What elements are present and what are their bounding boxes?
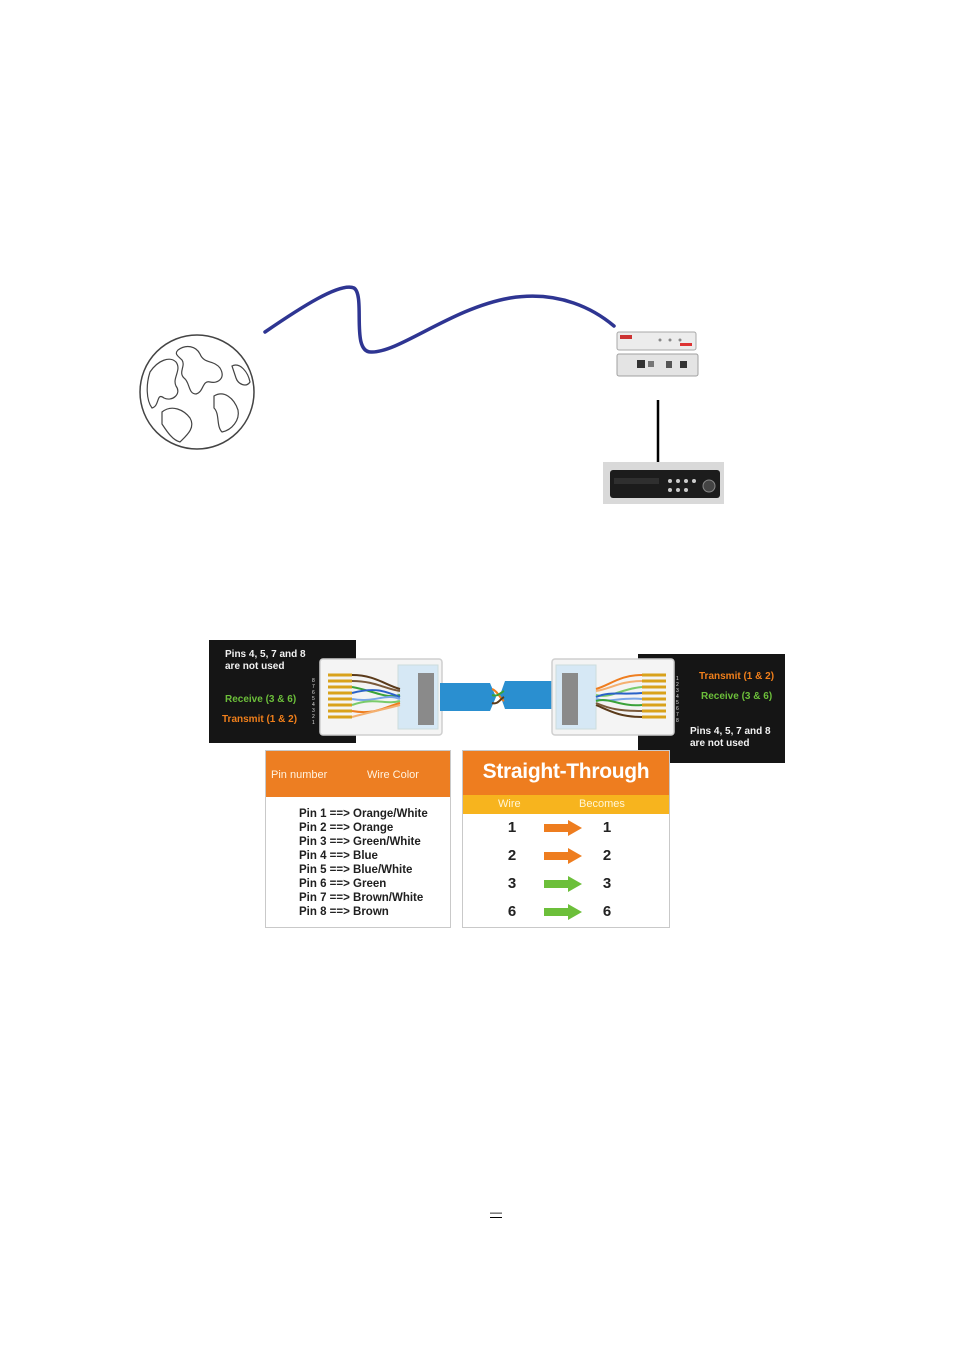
pin-row: Pin 5 ==> Blue/White bbox=[299, 864, 413, 876]
wire-number: 3 bbox=[507, 875, 517, 892]
right-unused-pins-note: Pins 4, 5, 7 and 8 are not used bbox=[690, 726, 771, 749]
wire-number: 2 bbox=[507, 847, 517, 864]
pin-color-table: Pin number Wire Color Pin 1 ==> Orange/W… bbox=[265, 750, 451, 928]
wire-color-header: Wire Color bbox=[367, 769, 419, 781]
becomes-column-header: Becomes bbox=[579, 798, 625, 810]
pin-row: Pin 4 ==> Blue bbox=[299, 850, 378, 862]
straight-through-subheader: Wire Becomes bbox=[463, 795, 669, 814]
pin-row: Pin 3 ==> Green/White bbox=[299, 836, 421, 848]
pin-row: Pin 8 ==> Brown bbox=[299, 906, 389, 918]
straight-through-title: Straight-Through bbox=[463, 751, 669, 795]
right-transmit-label: Transmit (1 & 2) bbox=[699, 671, 775, 682]
right-pin-numbers: 1 2 3 4 5 6 7 8 bbox=[676, 676, 679, 724]
page-number: — bbox=[490, 1205, 502, 1219]
wire-column-header: Wire bbox=[498, 798, 521, 810]
left-transmit-label: Transmit (1 & 2) bbox=[222, 714, 298, 725]
becomes-number: 1 bbox=[602, 819, 612, 836]
becomes-number: 3 bbox=[602, 875, 612, 892]
right-receive-label: Receive (3 & 6) bbox=[701, 691, 773, 702]
ethernet-cable-illustration bbox=[319, 658, 675, 736]
pin-row: Pin 6 ==> Green bbox=[299, 878, 387, 890]
wire-number: 1 bbox=[507, 819, 517, 836]
pin-table-header: Pin number Wire Color bbox=[266, 751, 450, 797]
dvr-device bbox=[603, 462, 724, 504]
pin-number-header: Pin number bbox=[271, 769, 328, 781]
orange-arrow-icon bbox=[544, 820, 582, 836]
left-unused-pins-note: Pins 4, 5, 7 and 8 are not used bbox=[225, 649, 306, 672]
left-pin-numbers: 8 7 6 5 4 3 2 1 bbox=[312, 678, 315, 726]
network-diagram bbox=[139, 285, 724, 504]
becomes-number: 6 bbox=[602, 903, 612, 920]
router-device bbox=[616, 331, 699, 377]
internet-cable bbox=[263, 285, 616, 354]
wire-number: 6 bbox=[507, 903, 517, 920]
pin-row: Pin 2 ==> Orange bbox=[299, 822, 394, 834]
pin-row: Pin 1 ==> Orange/White bbox=[299, 808, 428, 820]
pin-table-rows: Pin 1 ==> Orange/White Pin 2 ==> Orange … bbox=[299, 807, 428, 919]
globe-icon bbox=[139, 334, 255, 450]
becomes-number: 2 bbox=[602, 847, 612, 864]
green-arrow-icon bbox=[544, 876, 582, 892]
orange-arrow-icon bbox=[544, 848, 582, 864]
straight-through-table: Straight-Through Wire Becomes 1 1 2 2 3 … bbox=[462, 750, 670, 928]
green-arrow-icon bbox=[544, 904, 582, 920]
left-receive-label: Receive (3 & 6) bbox=[225, 694, 297, 705]
pin-row: Pin 7 ==> Brown/White bbox=[299, 892, 424, 904]
